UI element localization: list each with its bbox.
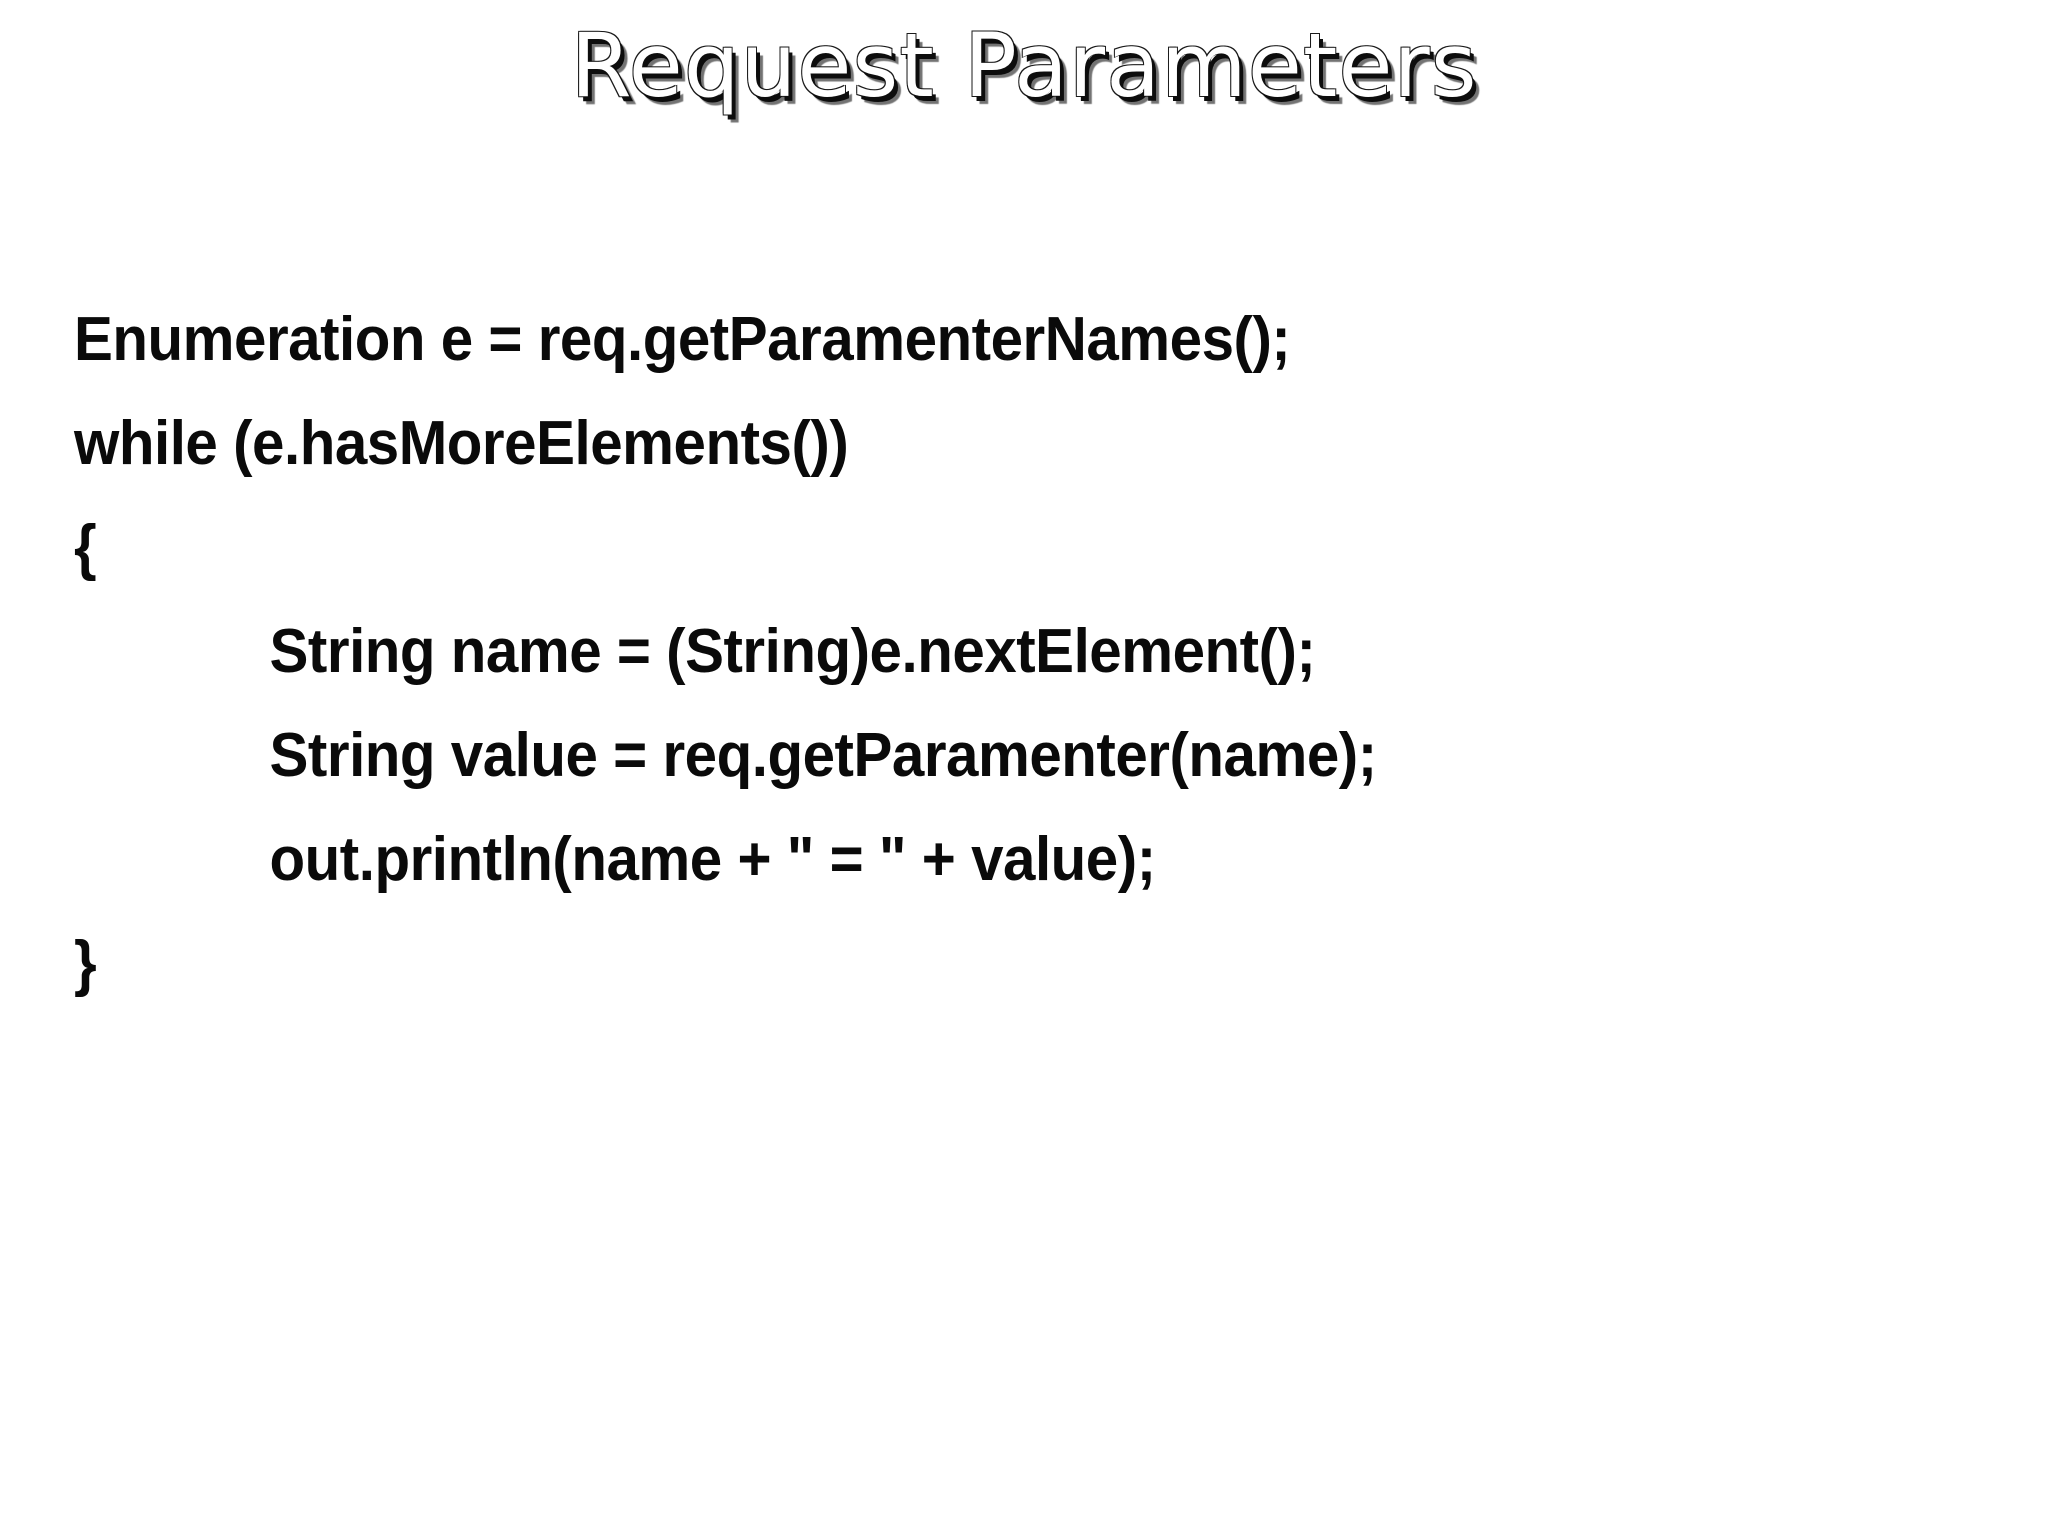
code-line: String value = req.getParamenter(name); [269, 721, 1378, 790]
code-line-close-brace: } [74, 929, 97, 998]
page-title: Request Parameters [570, 14, 1478, 117]
code-line: String name = (String)e.nextElement(); [269, 617, 1316, 686]
title-area: Request Parameters [0, 14, 2048, 117]
code-line: Enumeration e = req.getParamenterNames()… [74, 305, 1291, 374]
code-line: out.println(name + " = " + value); [269, 825, 1157, 894]
code-block: Enumeration e = req.getParamenterNames()… [74, 288, 1994, 1016]
code-line: while (e.hasMoreElements()) [74, 409, 849, 478]
code-line-open-brace: { [74, 513, 97, 582]
